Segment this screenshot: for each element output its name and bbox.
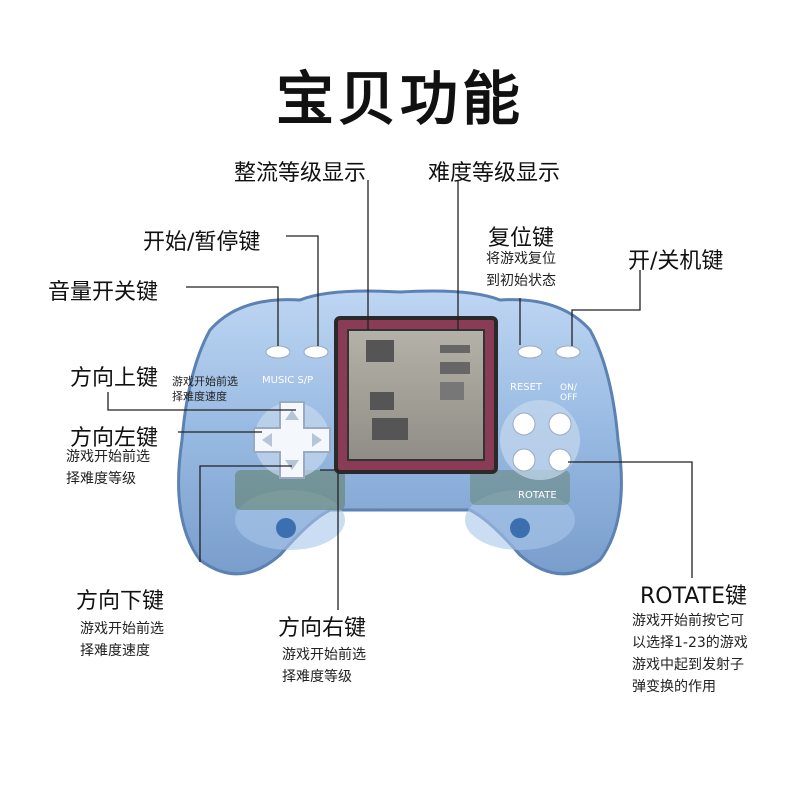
label-rotate: ROTATE键 (640, 584, 748, 609)
svg-text:RESET: RESET (510, 382, 543, 393)
label-power: 开/关机键 (628, 249, 724, 274)
svg-text:ON/: ON/ (560, 383, 578, 393)
desc-left: 游戏开始前选 择难度等级 (66, 449, 150, 487)
label-right: 方向右键 (278, 616, 367, 641)
svg-text:OFF: OFF (560, 393, 577, 403)
leader-lines (107, 180, 693, 610)
power-button (555, 345, 581, 359)
reset-button (517, 345, 543, 359)
sound-button (265, 345, 291, 359)
start-pause-button (303, 345, 329, 359)
desc-down: 游戏开始前选 择难度速度 (80, 621, 164, 659)
d-pad (253, 401, 331, 479)
label-down: 方向下键 (76, 589, 165, 614)
svg-text:ROTATE: ROTATE (518, 490, 557, 501)
label-left: 方向左键 (70, 426, 159, 451)
label-reset: 复位键 (488, 226, 555, 251)
desc-reset: 将游戏复位 到初始状态 (486, 251, 556, 289)
label-sound: 音量开关键 (48, 280, 159, 305)
label-difficulty-level: 难度等级显示 (428, 161, 561, 186)
label-up: 方向上键 (70, 366, 159, 391)
desc-rotate: 游戏开始前按它可 以选择1-23的游戏 游戏中起到发射子 弹变换的作用 (632, 613, 748, 695)
action-buttons (500, 400, 580, 480)
label-start-pause: 开始/暂停键 (143, 230, 261, 255)
desc-right: 游戏开始前选 择难度等级 (282, 647, 366, 685)
svg-text:MUSIC S/P: MUSIC S/P (262, 375, 313, 386)
label-score-level: 整流等级显示 (234, 161, 367, 186)
page-title: 宝贝功能 (275, 65, 524, 133)
desc-up: 游戏开始前选 择难度速度 (172, 375, 238, 403)
